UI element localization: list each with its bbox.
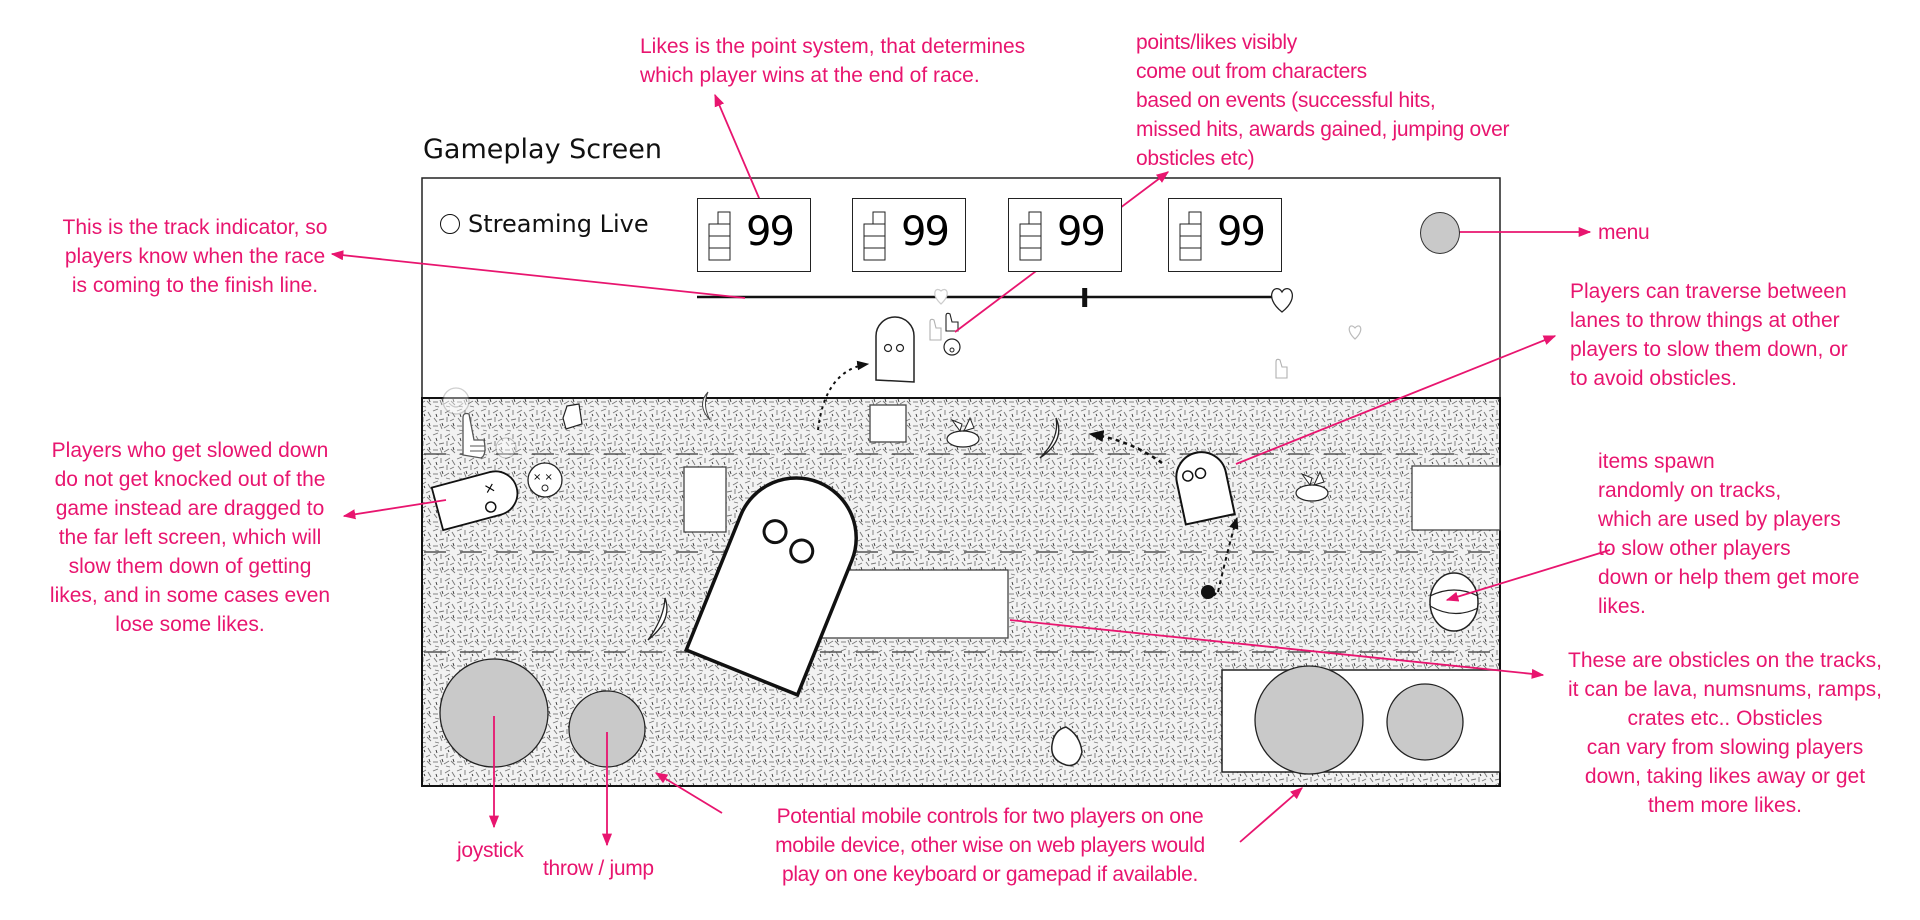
egg-icon (1051, 726, 1083, 767)
annotation-arrow (654, 772, 723, 814)
annotation-arrow (714, 93, 766, 213)
ghost-player-icon (875, 316, 915, 383)
streaming-live-indicator[interactable]: Streaming Live (440, 210, 649, 238)
annotation-arrow (1239, 787, 1303, 843)
likes-count: 99 (1057, 209, 1106, 255)
crate-obstacle (869, 404, 907, 443)
thumbs-up-icon (708, 211, 731, 261)
ball-icon (1429, 572, 1479, 632)
lane-switch-path (1217, 516, 1239, 593)
annotation-traverse: Players can traverse between lanes to th… (1570, 280, 1848, 390)
streaming-live-label: Streaming Live (468, 210, 649, 238)
annotation-likes: Likes is the point system, that determin… (640, 35, 1026, 87)
svg-text:× ×: × × (533, 472, 553, 483)
annotation-mobile-controls: Potential mobile controls for two player… (775, 805, 1205, 886)
ghost-player-icon (1175, 451, 1236, 526)
heart-icon (1270, 288, 1294, 313)
track-progress-marker (1082, 288, 1088, 307)
player-score-card: 99 (852, 198, 966, 272)
annotation-arrow (1235, 335, 1557, 465)
annotation-joystick: joystick (457, 839, 524, 862)
boot-icon (562, 403, 583, 430)
thumbs-up-icon (863, 211, 886, 261)
annotation-menu: menu (1598, 221, 1650, 244)
thumbs-up-icon (462, 412, 486, 459)
heart-icon (1348, 325, 1362, 340)
player-score-card: 99 (697, 198, 811, 272)
crate-obstacle (1411, 465, 1501, 531)
crate-obstacle (683, 466, 727, 533)
banana-icon (702, 391, 711, 421)
annotation-throw-jump: throw / jump (543, 857, 654, 880)
player2-throw-jump-button[interactable] (1386, 683, 1464, 761)
projectile-icon (1201, 585, 1215, 599)
annotation-arrow (330, 250, 746, 299)
player-score-card: 99 (1168, 198, 1282, 272)
candy-icon (946, 416, 980, 448)
player2-joystick[interactable] (1254, 665, 1364, 775)
smiley-face-icon (442, 387, 470, 415)
dizzy-face-icon (495, 437, 517, 459)
annotation-arrow (1445, 549, 1611, 602)
jump-path (817, 360, 870, 431)
annotation-obstacles: These are obsticles on the tracks, it ca… (1568, 649, 1882, 817)
knocked-ghost-icon: × (430, 470, 519, 532)
thumbs-up-icon (929, 318, 1288, 379)
annotation-points: points/likes visibly come out from chara… (1136, 31, 1510, 170)
annotation-slowed: Players who get slowed down do not get k… (49, 439, 331, 636)
annotation-arrow (342, 499, 447, 520)
live-status-icon (440, 214, 460, 234)
dizzy-face-icon: × × (527, 462, 563, 498)
annotation-track-indicator: This is the track indicator, so players … (62, 216, 328, 297)
menu-button[interactable] (1420, 212, 1460, 254)
heart-icon (934, 288, 948, 305)
ghost-player-icon (683, 476, 858, 698)
thumbs-up-icon (1179, 211, 1202, 261)
likes-count: 99 (901, 209, 950, 255)
svg-text:×: × (482, 479, 497, 497)
banana-icon (1039, 417, 1060, 459)
thumbs-up-icon (945, 312, 959, 332)
likes-count: 99 (1217, 209, 1266, 255)
likes-count: 99 (746, 209, 795, 255)
annotation-items: items spawn randomly on tracks, which ar… (1598, 450, 1860, 618)
surprised-face-icon (943, 338, 961, 356)
banana-icon (647, 597, 668, 641)
annotation-arrow (1009, 619, 1545, 679)
candy-icon (1295, 470, 1329, 502)
thumbs-up-icon (1019, 211, 1042, 261)
player-score-card: 99 (1008, 198, 1122, 272)
page-title: Gameplay Screen (423, 134, 662, 165)
